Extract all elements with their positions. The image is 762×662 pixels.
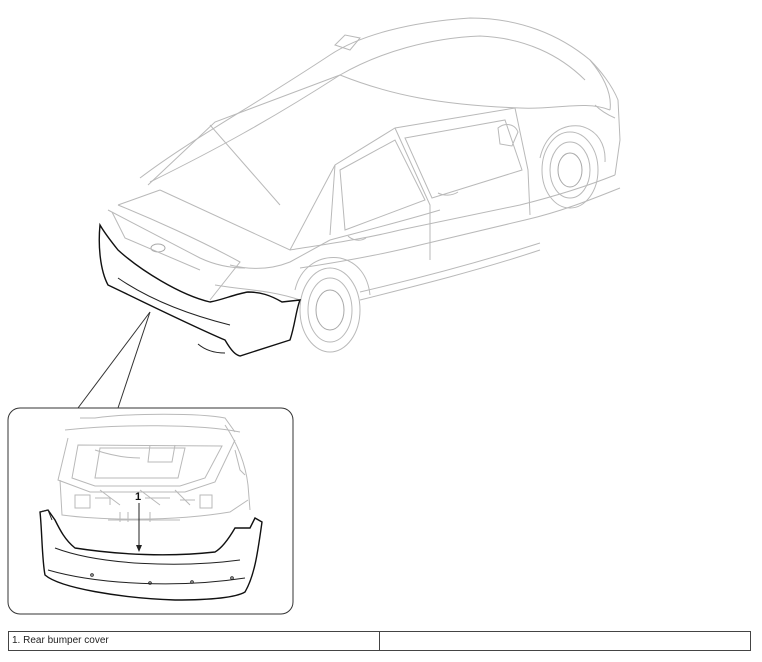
callout-leader-lines bbox=[77, 311, 151, 409]
legend-row: 1. Rear bumper cover bbox=[8, 631, 751, 651]
callout-number: 1 bbox=[135, 491, 141, 503]
legend-item-empty bbox=[379, 631, 751, 651]
callout-arrow-1 bbox=[136, 503, 142, 552]
rear-bumper-cover-part bbox=[39, 509, 263, 601]
vehicle-rear-open-trunk bbox=[57, 413, 251, 522]
legend-table: 1. Rear bumper cover bbox=[8, 631, 751, 651]
exploded-view-diagram: 1 bbox=[7, 17, 621, 615]
detail-view-panel: 1 bbox=[7, 407, 294, 615]
legend-item-1: 1. Rear bumper cover bbox=[8, 631, 380, 651]
car-illustration bbox=[98, 17, 621, 357]
